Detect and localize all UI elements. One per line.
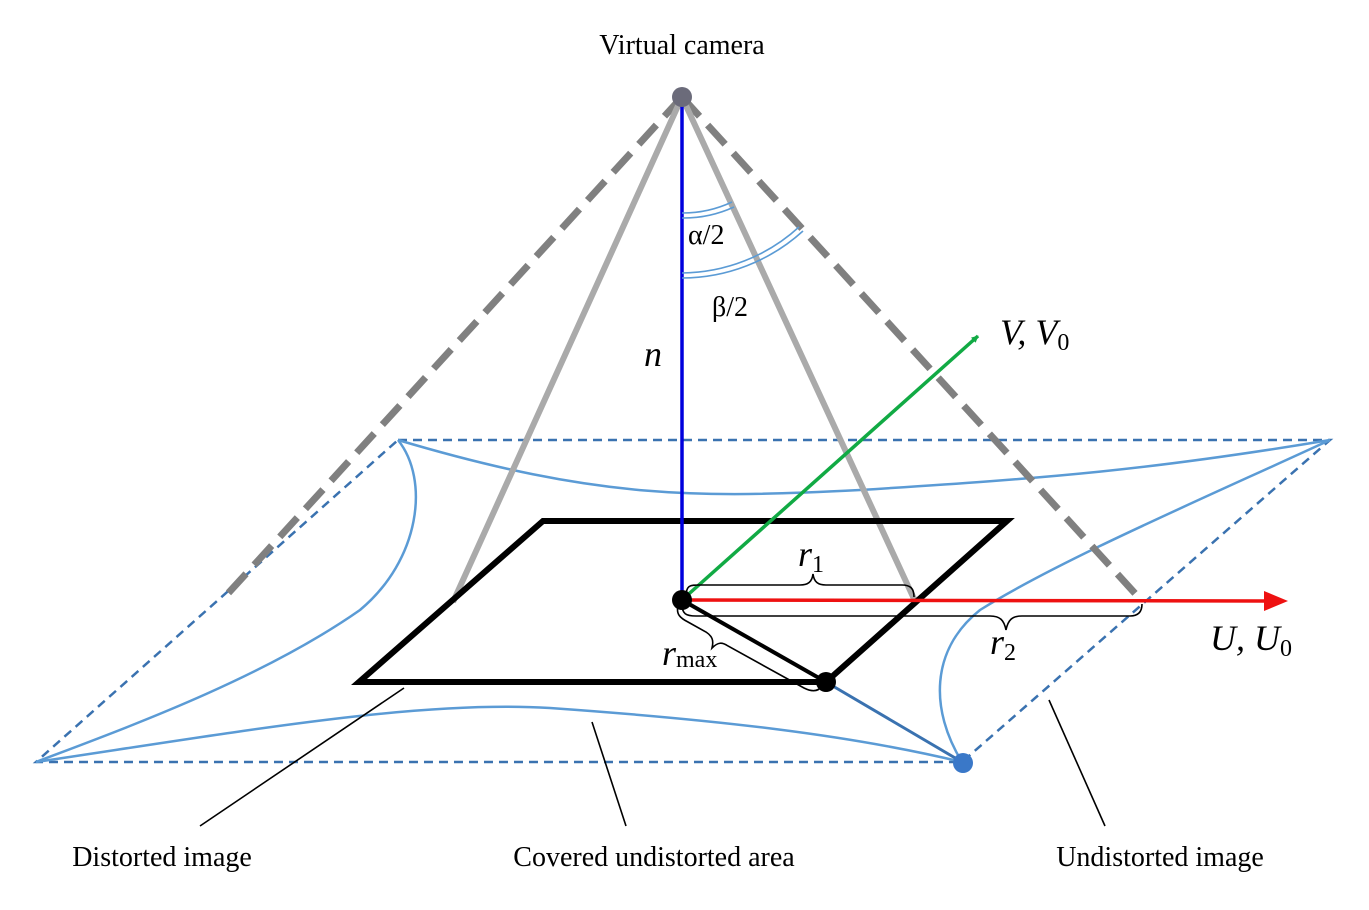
- leader-undistorted-image: [1048, 699, 1106, 827]
- undistorted-image-outline: [32, 438, 1334, 764]
- r2-brace: [681, 603, 1143, 631]
- u-axis-text: U, U: [1210, 618, 1282, 658]
- distortion-curve-left: [35, 439, 417, 764]
- rmax-line: [681, 598, 827, 684]
- alpha-arc: [681, 206, 735, 219]
- rmax-text: r: [662, 633, 677, 673]
- r2-text: r: [990, 622, 1005, 662]
- distortion-curve-right: [938, 438, 1331, 763]
- inner-ray-right: [679, 95, 918, 603]
- outer-ray-right: [679, 94, 1145, 604]
- leader-distorted-image: [199, 687, 405, 827]
- distortion-curve-bottom: [35, 705, 963, 764]
- r1-text: r: [798, 534, 813, 574]
- rmax-subscript: max: [676, 647, 717, 673]
- rmax-brace: [676, 605, 823, 692]
- r2-subscript: 2: [1004, 640, 1016, 666]
- alpha-arc-inner: [681, 201, 733, 214]
- covered-corner-point: [816, 672, 836, 692]
- r1-subscript: 1: [812, 552, 824, 578]
- v-axis-label: V, V0: [1000, 312, 1069, 356]
- outer-ray-left: [219, 94, 685, 603]
- covered-area-label: Covered undistorted area: [513, 842, 795, 873]
- r2-label: r2: [990, 622, 1016, 666]
- r1-label: r1: [798, 534, 824, 578]
- n-label: n: [644, 334, 662, 374]
- leader-covered-area: [591, 721, 627, 827]
- undistorted-corner-point: [953, 753, 973, 773]
- u-axis-arrowhead: [1264, 591, 1288, 611]
- r1-brace: [685, 573, 915, 598]
- alpha-half-label: α/2: [688, 220, 724, 251]
- distortion-curve-top: [397, 438, 1331, 496]
- v-axis-arrow: [680, 334, 980, 602]
- rmax-label: rmax: [662, 633, 717, 673]
- virtual-camera-label: Virtual camera: [599, 30, 765, 61]
- beta-arc-inner: [681, 226, 800, 274]
- inner-ray-left: [450, 95, 685, 604]
- u-axis-label: U, U0: [1210, 618, 1292, 662]
- u-axis-line: [681, 598, 1267, 603]
- distorted-image-label: Distorted image: [72, 842, 252, 873]
- v-axis-subscript: 0: [1057, 330, 1069, 356]
- corner-link-line: [825, 680, 963, 764]
- beta-half-label: β/2: [712, 292, 748, 323]
- camera-point: [672, 87, 692, 107]
- center-point: [672, 590, 692, 610]
- undistorted-image-label: Undistorted image: [1056, 842, 1264, 873]
- u-axis-subscript: 0: [1280, 636, 1292, 662]
- beta-arc: [681, 230, 804, 279]
- v-axis-text: V, V: [1000, 312, 1061, 352]
